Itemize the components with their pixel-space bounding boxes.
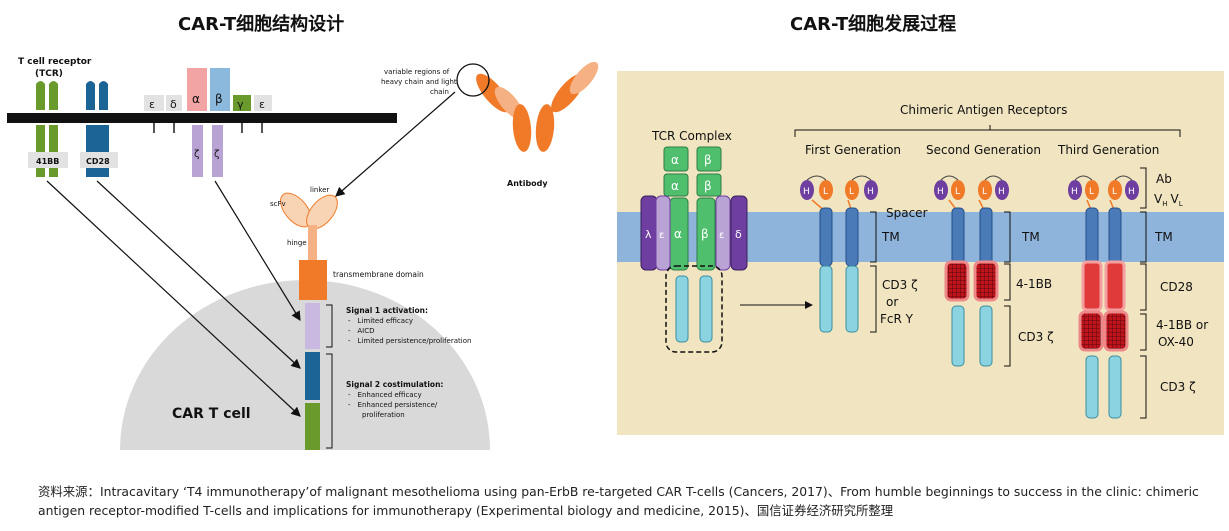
second-generation-car: H L L H (934, 175, 1009, 367)
transmembrane-domain (299, 260, 327, 300)
antibody-label: Antibody (507, 179, 548, 188)
tcr-delta: δ (735, 228, 742, 241)
signal2-item-2: -Enhanced persistence/ (348, 401, 438, 409)
g3-h-left: H (1071, 187, 1078, 197)
scfv-label: scFv (270, 200, 286, 208)
g3-ox40-label: OX-40 (1158, 335, 1194, 349)
g3-h-right: H (1128, 187, 1135, 197)
tcr-complex-label: TCR Complex (651, 129, 732, 143)
g2-cd3-label: CD3 ζ (1018, 330, 1054, 344)
car-header: Chimeric Antigen Receptors (900, 103, 1067, 117)
variable-region-circle (456, 63, 490, 97)
first-generation-car: H L L H (800, 175, 878, 333)
tcr-epsilon-right: ε (719, 230, 724, 241)
g1-l-right: L (849, 187, 854, 197)
signal2-title: Signal 2 costimulation: (346, 380, 443, 389)
cell-label: CAR T cell (172, 406, 251, 422)
signal2-item-3: proliferation (362, 411, 405, 419)
chain-gamma: γ (237, 98, 244, 111)
third-generation-label: Third Generation (1057, 143, 1159, 157)
chain-delta: δ (170, 98, 177, 111)
signal2-item-1: -Enhanced efficacy (348, 391, 422, 399)
signal1-domain (305, 303, 320, 349)
chain-epsilon-1: ε (149, 98, 155, 111)
variable-regions-line2: heavy chain and light (381, 78, 457, 86)
tcr-zeta-box (665, 265, 723, 353)
right-diagram-title: CAR-T细胞发展过程 (790, 14, 957, 35)
chain-beta: β (215, 92, 223, 106)
g1-fcr-label: FcR Υ (880, 312, 914, 326)
g2-tm-label: TM (1021, 230, 1040, 244)
signal2-domain-41bb (305, 403, 320, 450)
signal1-title: Signal 1 activation: (346, 306, 428, 315)
signal2-bracket (326, 353, 333, 449)
tcr-beta-mid: β (704, 179, 712, 193)
second-generation-label: Second Generation (926, 143, 1041, 157)
g2-41bb-label: 4-1BB (1016, 277, 1052, 291)
g3-l-left: L (1089, 187, 1094, 197)
g2-l-right: L (982, 187, 987, 197)
tcr-alpha-tm: α (674, 227, 682, 241)
tm-domain-label: transmembrane domain (333, 270, 424, 279)
g1-or-label: or (886, 295, 898, 309)
hinge-label: hinge (287, 239, 307, 247)
linker-label: linker (310, 186, 329, 194)
tcr-label: T cell receptor (18, 57, 92, 67)
receptor-41bb: 41BB (28, 81, 68, 177)
chain-alpha: α (192, 92, 200, 106)
tcr-beta-tm: β (701, 227, 709, 241)
signal1-bracket (326, 304, 333, 348)
g3-41bb-label: 4-1BB or (1156, 318, 1208, 332)
variable-regions-line1: variable regions of (384, 68, 450, 76)
tcr-beta-top: β (704, 153, 712, 167)
signal1-item-3: -Limited persistence/proliferation (348, 337, 471, 345)
zeta-2: ζ (214, 149, 219, 160)
car-construct (280, 192, 338, 450)
antibody (456, 61, 599, 152)
tcr-alpha-mid: α (671, 179, 679, 193)
signal1-item-1: -Limited efficacy (348, 317, 413, 325)
left-diagram: CAR T cell T cell receptor (TCR) 41BB CD… (7, 57, 599, 450)
tcr-complex: α β α β α β λ ε ε δ (640, 146, 748, 353)
tcr-sublabel: (TCR) (35, 69, 63, 79)
g3-cd28-label: CD28 (1160, 280, 1193, 294)
source-note: 资料来源：Intracavitary ‘T4 immunotherapy’of … (38, 484, 1199, 518)
cd3-complex: ε δ α β γ ε ζ ζ (144, 68, 272, 177)
g1-h-left: H (803, 187, 810, 197)
g3-cd3-label: CD3 ζ (1160, 380, 1196, 394)
signal1-item-2: -AICD (348, 327, 375, 335)
g1-h-right: H (867, 187, 874, 197)
g1-l-left: L (823, 187, 828, 197)
g1-tm-label: TM (881, 230, 900, 244)
tcr-epsilon-left: ε (659, 230, 664, 241)
g2-h-right: H (998, 187, 1005, 197)
g1-cd3-label: CD3 ζ (882, 278, 918, 292)
tcr-lambda: λ (645, 228, 652, 241)
g3-l-right: L (1112, 187, 1117, 197)
g2-h-left: H (937, 187, 944, 197)
g3-ab-label: Ab (1156, 172, 1172, 186)
diagrams-canvas: CAR T cell T cell receptor (TCR) 41BB CD… (7, 57, 1224, 450)
label-cd28: CD28 (86, 157, 110, 166)
g2-l-left: L (955, 187, 960, 197)
left-diagram-title: CAR-T细胞结构设计 (178, 14, 345, 35)
spacer-label: Spacer (886, 206, 928, 220)
right-diagram: Chimeric Antigen Receptors TCR Complex F… (617, 71, 1224, 435)
first-generation-label: First Generation (805, 143, 901, 157)
tcr-alpha-top: α (671, 153, 679, 167)
left-arrows (46, 91, 456, 417)
zeta-1: ζ (194, 149, 199, 160)
cell-membrane (7, 113, 397, 123)
label-41bb: 41BB (36, 157, 59, 166)
chain-epsilon-2: ε (259, 98, 265, 111)
g3-tm-label: TM (1154, 230, 1173, 244)
receptor-cd28: CD28 (80, 81, 118, 177)
third-generation-car: H L L H (1068, 175, 1139, 419)
variable-regions-line3: chain (430, 88, 449, 96)
signal2-domain-cd28 (305, 352, 320, 400)
